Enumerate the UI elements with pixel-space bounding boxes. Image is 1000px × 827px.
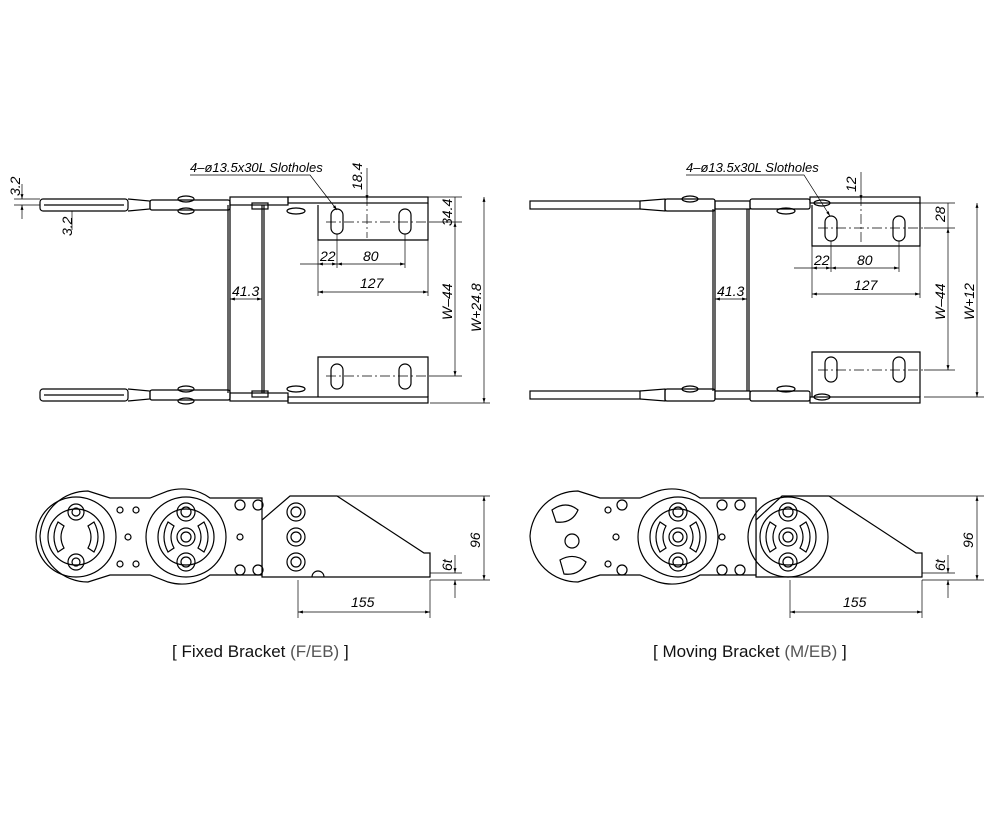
fixed-caption-close: ] [343, 642, 349, 661]
moving-caption-open: [ Moving Bracket [653, 642, 780, 661]
moving-side-dimensions: 96 6t 155 [789, 495, 984, 618]
dim-offset-fixed: 22 [319, 248, 336, 264]
fixed-slot-1 [330, 208, 344, 235]
dim-side-len-moving: 155 [843, 594, 867, 610]
fixed-top-dimensions: 3.2 3.2 4–ø13.5x30L Slotholes 18.4 34.4 … [7, 160, 490, 404]
dim-plate-moving: 6t [932, 558, 948, 571]
dim-pitch-moving: 80 [857, 252, 873, 268]
dim-inner-moving: W–44 [932, 283, 948, 320]
dim-edge-v-moving: 12 [843, 176, 859, 192]
fixed-bracket-caption: [ Fixed Bracket (F/EB) ] [172, 642, 349, 662]
moving-caption-code: (M/EB) [784, 642, 838, 661]
fixed-side-view [35, 488, 431, 585]
dim-thk-a: 3.2 [7, 176, 23, 196]
moving-top-view [529, 195, 924, 404]
dim-edge-h-moving: 28 [932, 206, 948, 223]
fixed-slot-3 [330, 363, 344, 390]
dim-pitch-fixed: 80 [363, 248, 379, 264]
dim-outer-fixed: W+24.8 [468, 283, 484, 332]
dim-outer-moving: W+12 [961, 283, 977, 320]
dim-height-fixed: 96 [467, 532, 483, 548]
fixed-bottom-plate [317, 356, 429, 397]
moving-bracket-caption: [ Moving Bracket (M/EB) ] [653, 642, 847, 662]
fixed-top-plate [317, 203, 429, 241]
moving-top-rail [529, 195, 921, 215]
moving-slot-1 [824, 215, 838, 242]
fixed-slot-2 [398, 208, 412, 235]
moving-top-plate [811, 203, 921, 247]
dim-length-moving: 127 [854, 277, 879, 293]
dim-length-fixed: 127 [360, 275, 385, 291]
dim-side-len-fixed: 155 [351, 594, 375, 610]
moving-top-dimensions: 4–ø13.5x30L Slotholes 12 28 22 80 127 41… [686, 160, 984, 398]
moving-slot-4 [892, 356, 906, 383]
fixed-caption-code: (F/EB) [290, 642, 340, 661]
dim-plate-fixed: 6t [439, 558, 455, 571]
moving-caption-close: ] [841, 642, 847, 661]
fixed-slot-label: 4–ø13.5x30L Slotholes [190, 160, 323, 175]
dim-edge-h-fixed: 34.4 [439, 199, 455, 226]
moving-slot-3 [824, 356, 838, 383]
moving-bottom-plate [811, 351, 921, 397]
moving-bottom-rail [529, 385, 921, 404]
fixed-caption-open: [ Fixed Bracket [172, 642, 286, 661]
fixed-bottom-rail [39, 385, 429, 405]
moving-side-view [529, 488, 923, 585]
dim-gap-fixed: 41.3 [232, 283, 259, 299]
fixed-side-dimensions: 96 6t 155 [297, 495, 490, 618]
dim-inner-fixed: W–44 [439, 283, 455, 320]
dim-height-moving: 96 [960, 532, 976, 548]
moving-pins [604, 499, 798, 576]
fixed-slot-4 [398, 363, 412, 390]
fixed-top-view [39, 195, 430, 405]
fixed-pins [67, 499, 306, 576]
fixed-top-rail [39, 195, 429, 215]
dim-gap-moving: 41.3 [717, 283, 744, 299]
dim-edge-v-fixed: 18.4 [349, 163, 365, 190]
moving-slot-2 [892, 215, 906, 242]
dim-offset-moving: 22 [813, 252, 830, 268]
dim-thk-b: 3.2 [59, 216, 75, 236]
moving-slot-label: 4–ø13.5x30L Slotholes [686, 160, 819, 175]
